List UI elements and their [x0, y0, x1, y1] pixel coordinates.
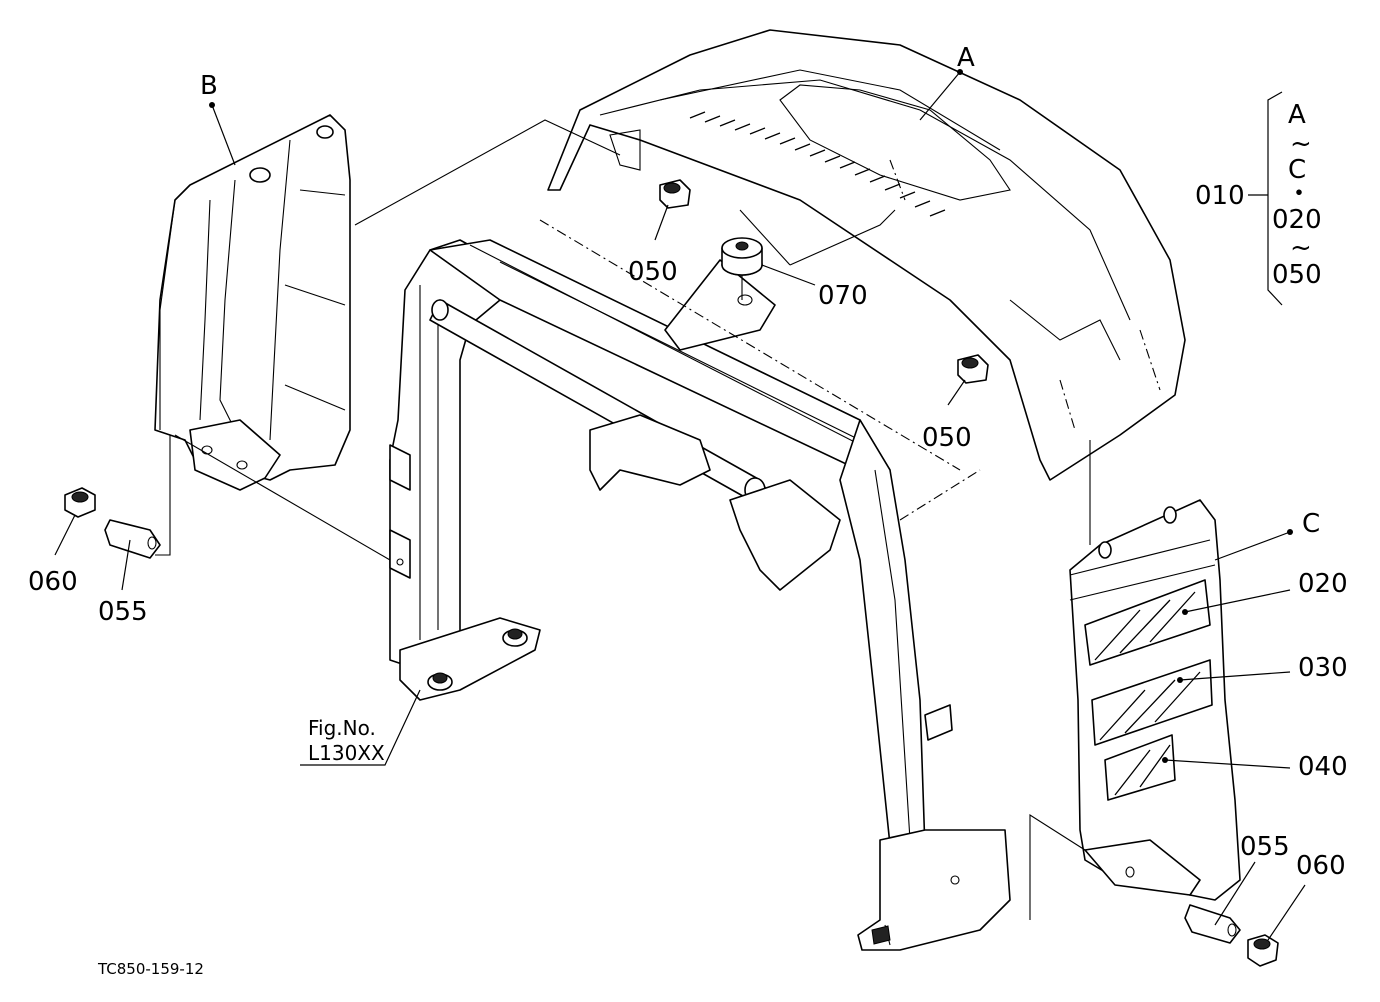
- bolt-050-left: [659, 179, 691, 209]
- collar-055-right: [1184, 904, 1241, 944]
- bracket-line-050: 050: [1272, 260, 1322, 290]
- label-part-050-right: 050: [922, 423, 972, 453]
- top-cover-a: [547, 29, 1186, 481]
- bracket-line-a: A: [1288, 100, 1306, 130]
- label-part-030: 030: [1298, 653, 1348, 683]
- bracket-dot: ・: [1286, 179, 1312, 209]
- fig-ref-line1: Fig.No.: [308, 716, 376, 740]
- bracket-line-020: 020: [1272, 205, 1322, 235]
- label-part-055-right: 055: [1240, 832, 1290, 862]
- bolt-060-left: [64, 487, 96, 518]
- bracket-tilde-2: ~: [1290, 233, 1312, 263]
- label-part-a: A: [957, 43, 975, 73]
- label-part-c: C: [1302, 509, 1320, 539]
- fig-ref-line2: L130XX: [308, 741, 385, 765]
- rubber-mount-070: [721, 237, 763, 276]
- bracket-ref-010: 010: [1195, 181, 1245, 211]
- label-part-055-left: 055: [98, 597, 148, 627]
- rops-frame: [389, 219, 1011, 951]
- label-part-020: 020: [1298, 569, 1348, 599]
- drawing-code: TC850-159-12: [97, 960, 204, 978]
- bolt-060-right: [1247, 934, 1279, 967]
- label-part-070: 070: [818, 281, 868, 311]
- fig-reference: Fig.No. L130XX: [300, 689, 421, 766]
- assembly-lines: [155, 119, 1091, 920]
- label-part-060-right: 060: [1296, 851, 1346, 881]
- label-part-060-left: 060: [28, 567, 78, 597]
- collar-055-left: [104, 519, 161, 559]
- callouts: A B C 020 030 040 050 050 070 060 0: [28, 43, 1348, 941]
- assembly-bracket-010: 010 A ~ C ・ 020 ~ 050: [1195, 91, 1322, 306]
- bracket-line-c: C: [1288, 155, 1306, 185]
- label-part-040: 040: [1298, 752, 1348, 782]
- bracket-tilde-1: ~: [1290, 129, 1312, 159]
- vent-slots: [689, 111, 946, 217]
- right-panel-c: [1069, 499, 1241, 901]
- label-part-b: B: [200, 71, 218, 101]
- left-panel-b: [154, 114, 351, 491]
- label-part-050-top: 050: [628, 257, 678, 287]
- bolt-050-right: [957, 354, 989, 384]
